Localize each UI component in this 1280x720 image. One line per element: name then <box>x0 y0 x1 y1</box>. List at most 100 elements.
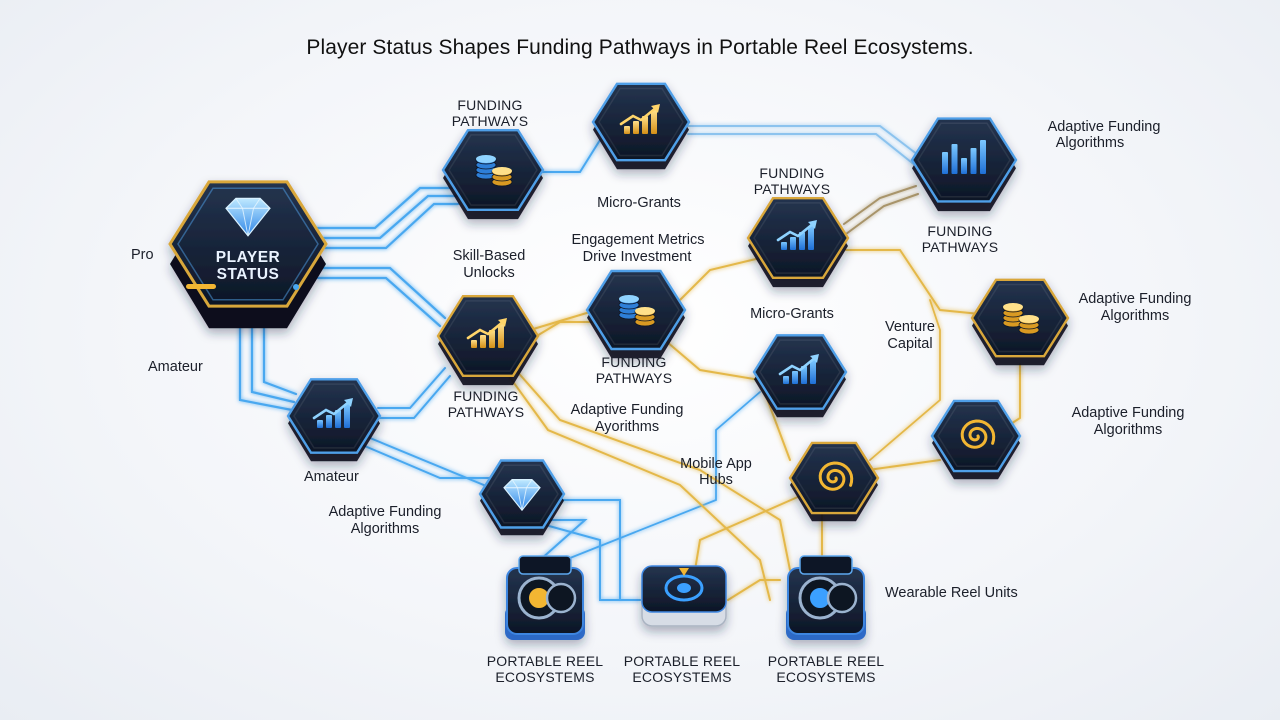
connector <box>308 194 460 240</box>
node-coins-right <box>970 278 1070 366</box>
label-skill-based-2: Unlocks <box>463 265 515 281</box>
chart-icon-glyph <box>466 318 507 348</box>
label-portable-3a: PORTABLE REEL <box>767 653 885 669</box>
reel-glyph <box>798 576 858 620</box>
connector <box>377 367 446 409</box>
bar-graph-icon <box>910 117 1018 212</box>
connector <box>308 186 460 230</box>
label-funding-mid-1: FUNDING <box>759 165 825 181</box>
connector <box>308 202 460 250</box>
label-adaptive-right-mid-1: Adaptive Funding <box>1078 291 1192 307</box>
nodes-layer <box>168 82 1070 640</box>
coin-stack-glyph <box>1002 303 1040 335</box>
connector <box>564 391 761 561</box>
label-funding-right-2: PATHWAYS <box>921 239 999 255</box>
node-coins-top <box>441 128 545 220</box>
label-adaptive-center-1: Adaptive Funding <box>570 402 684 418</box>
label-portable-1a: PORTABLE REEL <box>486 653 604 669</box>
label-portable-2a: PORTABLE REEL <box>623 653 741 669</box>
label-engagement-1: Engagement Metrics <box>571 232 705 248</box>
node-spiral-center <box>788 441 880 522</box>
connector <box>679 257 761 301</box>
connector <box>529 321 597 341</box>
coin-stack-icon <box>970 278 1070 366</box>
label-adaptive-top-right-2: Algorithms <box>1055 135 1125 151</box>
node-chart-mid-right <box>746 196 850 288</box>
label-portable-3b: ECOSYSTEMS <box>776 669 876 685</box>
chart-icon-glyph <box>312 398 353 428</box>
connector <box>262 310 298 396</box>
diamond-icon <box>478 459 566 536</box>
node-chart-right-center <box>752 334 848 418</box>
coin-stack-glyph <box>618 295 656 327</box>
trend-chart-icon <box>752 334 848 418</box>
connector <box>845 249 981 315</box>
connector <box>659 335 791 461</box>
connector <box>519 517 641 601</box>
bar-graph-glyph <box>942 140 986 174</box>
label-wearable: Wearable Reel Units <box>885 585 1018 601</box>
label-funding-center-1: FUNDING <box>601 354 667 370</box>
label-portable-1b: ECOSYSTEMS <box>495 669 595 685</box>
label-funding-left-1: FUNDING <box>453 388 519 404</box>
diamond-icon <box>225 197 271 237</box>
hub-label-line1: PLAYER <box>215 249 281 266</box>
node-chart-left-low <box>286 378 382 462</box>
reel-device-icon <box>786 555 866 640</box>
label-adaptive-right-low-2: Algorithms <box>1093 422 1163 438</box>
label-adaptive-right-low-1: Adaptive Funding <box>1071 405 1185 421</box>
label-adaptive-bottom-left-2: Algorithms <box>350 521 420 537</box>
spiral-glyph <box>960 419 996 449</box>
connector <box>687 133 917 167</box>
label-funding-top-1: FUNDING <box>457 97 523 113</box>
label-pro: Pro <box>131 247 154 263</box>
label-funding-right-1: FUNDING <box>927 223 993 239</box>
label-amateur-left: Amateur <box>148 359 203 375</box>
chart-icon-glyph <box>776 220 817 250</box>
label-funding-left-2: PATHWAYS <box>447 404 525 420</box>
label-skill-based-1: Skill-Based <box>452 248 526 264</box>
node-chart-center <box>436 295 540 386</box>
node-reel-1 <box>505 555 585 640</box>
spiral-icon <box>930 399 1022 480</box>
coin-stack-icon <box>441 128 545 220</box>
hub-label-line2: STATUS <box>216 266 280 283</box>
diamond-glyph <box>225 197 271 237</box>
connector <box>687 125 923 159</box>
node-coins-center <box>585 269 687 359</box>
label-adaptive-bottom-left-1: Adaptive Funding <box>328 504 442 520</box>
spiral-icon <box>788 441 880 522</box>
label-engagement-2: Drive Investment <box>582 249 692 265</box>
node-chart-top <box>591 82 691 170</box>
node-reel-3 <box>786 555 866 640</box>
label-mobile-app-1: Mobile App <box>680 456 752 472</box>
connector <box>513 367 791 571</box>
chart-icon-glyph <box>778 354 819 384</box>
connector <box>359 443 491 479</box>
label-funding-top-2: PATHWAYS <box>451 113 529 129</box>
connector <box>316 266 447 320</box>
spiral-glyph <box>818 461 854 491</box>
label-portable-2b: ECOSYSTEMS <box>632 669 732 685</box>
coin-stack-glyph <box>475 155 513 187</box>
chart-icon-glyph <box>619 104 660 134</box>
label-venture-1: Venture <box>885 319 935 335</box>
node-reel-2 <box>641 565 727 627</box>
blue-connectors <box>238 125 923 601</box>
connector <box>377 375 451 419</box>
label-amateur-bottom: Amateur <box>304 469 359 485</box>
connector <box>250 313 296 404</box>
label-funding-center-2: PATHWAYS <box>595 370 673 386</box>
connector <box>867 459 941 471</box>
trend-chart-icon <box>746 196 850 288</box>
label-funding-mid-2: PATHWAYS <box>753 181 831 197</box>
connector <box>843 185 917 225</box>
bar-chart-icon <box>591 82 691 170</box>
label-venture-2: Capital <box>887 336 933 352</box>
reel-device-icon <box>641 565 727 627</box>
label-mobile-app-2: Hubs <box>699 472 733 488</box>
trend-chart-icon <box>436 295 540 386</box>
reel-device-icon <box>505 555 585 640</box>
label-adaptive-right-mid-2: Algorithms <box>1100 308 1170 324</box>
